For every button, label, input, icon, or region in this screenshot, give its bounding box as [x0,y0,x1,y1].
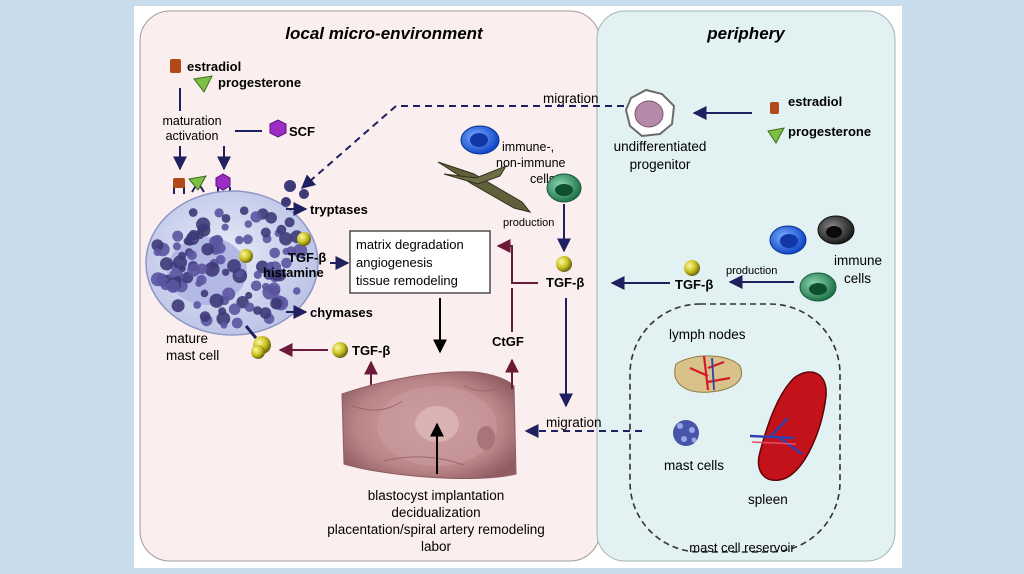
tgf-feedback-label: TGF-β [352,343,390,358]
tryptases-label: tryptases [310,202,368,217]
green-cell-nucleus [555,184,573,196]
diagram: local micro-environment periphery mast c… [139,10,896,562]
mast-cell-label-2: mast cell [166,348,219,363]
immune-label-1: immune-, [502,140,554,154]
periphery-tgf-label: TGF-β [675,277,713,292]
mast-cells-label: mast cells [664,458,724,473]
periphery-estradiol-icon [770,102,779,114]
immune-label-2: non-immune [496,156,566,170]
periphery-title: periphery [706,24,786,43]
chymases-label: chymases [310,305,373,320]
periphery-production-label: production [726,265,777,277]
slide: local micro-environment periphery mast c… [134,6,902,568]
lymph-node-icon [674,355,742,393]
periphery-immune-label-1: immune [834,253,882,268]
tgf-granule-icon [239,249,253,263]
effect-angiogenesis: angiogenesis [356,255,433,270]
tgf-feedback-icon [332,342,348,358]
migration-top-arrow [300,105,624,189]
scf-label: SCF [289,124,315,139]
outcome-implantation: blastocyst implantation [368,488,505,503]
tgf-center-label: TGF-β [546,275,584,290]
outcome-placentation: placentation/spiral artery remodeling [327,522,545,537]
periphery-immune-label-2: cells [844,271,871,286]
periphery-blue-cell-nucleus [780,234,798,248]
mast-cells-cluster-icon [673,420,699,446]
progenitor-label-2: progenitor [630,157,691,172]
mast-cell-label-1: mature [166,331,208,346]
histamine-label: histamine [263,265,324,280]
tissue-section-image [341,371,517,479]
released-tgf-icon [244,325,271,359]
activation-label-2: activation [166,129,219,143]
migration-bottom-label: migration [546,415,602,430]
scf-icon [269,119,287,138]
lymph-nodes-label: lymph nodes [669,327,746,342]
effect-matrix: matrix degradation [356,237,464,252]
periphery-progesterone-icon [767,127,785,144]
spleen-icon [749,371,827,481]
receptor-icons [173,173,231,194]
periphery-tgf-icon [684,260,700,276]
effects-box [349,230,491,294]
tgf-label: TGF-β [288,250,326,265]
periphery-progesterone-label: progesterone [788,124,871,139]
migration-top-label: migration [543,91,599,106]
local-title: local micro-environment [285,24,484,43]
tgf-to-effects-arrow [496,239,538,284]
tgf-dot-icon [297,232,311,246]
fibroblast-icon [437,161,532,213]
progenitor-nucleus [634,100,664,128]
mast-cell-granules [150,180,309,329]
outcome-decidualization: decidualization [391,505,480,520]
progenitor-label-1: undifferentiated [614,139,707,154]
estradiol-label: estradiol [187,59,241,74]
production-label-center: production [503,217,554,229]
tgf-center-icon [556,256,572,272]
periphery-green-cell-nucleus [809,283,827,295]
progesterone-icon [193,75,213,93]
effect-remodeling: tissue remodeling [356,273,458,288]
immune-cell-nucleus [470,133,488,147]
periphery-estradiol-label: estradiol [788,94,842,109]
reservoir-outline [629,303,841,553]
progesterone-label: progesterone [218,75,301,90]
ctgf-label: CtGF [492,334,524,349]
fibroblast-process-icon [443,164,508,185]
estradiol-icon [170,59,181,73]
periphery-black-cell-nucleus [826,226,842,238]
outcome-labor: labor [421,539,452,554]
reservoir-label: mast cell reservoir [689,540,795,555]
activation-label-1: maturation [162,114,221,128]
spleen-label: spleen [748,492,788,507]
